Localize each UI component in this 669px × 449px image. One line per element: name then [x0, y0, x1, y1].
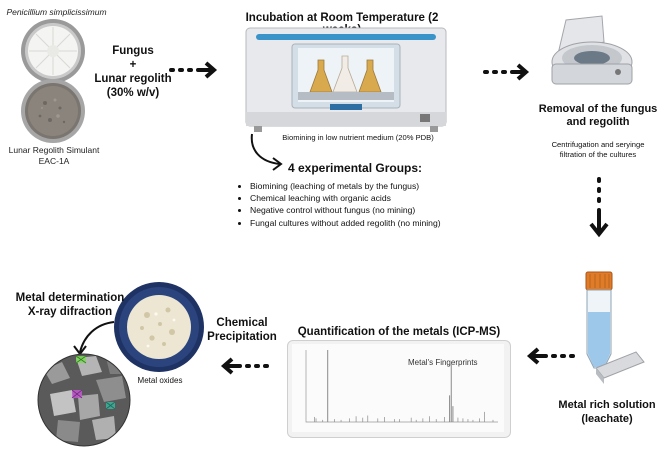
mix-line-3: Lunar regolith: [94, 73, 172, 85]
icp-ms-spectrum: [292, 344, 504, 432]
group-item: Negative control without fungus (no mini…: [250, 204, 490, 216]
fungus-petri-dish: [21, 19, 85, 83]
precipitation-label: Chemical Precipitation: [200, 316, 284, 344]
regolith-petri-dish: [21, 79, 85, 143]
group-item: Fungal cultures without added regolith (…: [250, 217, 490, 229]
leachate-label: Metal rich solution (leachate): [548, 398, 666, 426]
precipitation-line-1: Chemical: [216, 317, 268, 329]
precipitation-line-2: Precipitation: [207, 331, 277, 343]
determination-line-2: X-ray difraction: [27, 306, 113, 318]
oxides-label: Metal oxides: [137, 376, 183, 385]
xrd-marker-teal: [105, 401, 116, 410]
metal-oxides-dish: [114, 282, 204, 372]
xrd-micrograph: [37, 353, 131, 447]
incubation-caption: Biomining in low nutrient medium (20% PD…: [282, 133, 434, 142]
fungus-species-label: Penicillium simplicissimum: [6, 7, 107, 17]
removal-title-line-1: Removal of the fungus: [538, 103, 658, 115]
groups-list: Biomining (leaching of metals by the fun…: [236, 180, 490, 229]
mix-line-2: +: [129, 59, 137, 71]
quantification-title: Quantification of the metals (ICP-MS): [297, 326, 501, 338]
group-item: Chemical leaching with organic acids: [250, 192, 490, 204]
removal-caption-line-2: filtration of the cultures: [559, 150, 637, 159]
removal-title: Removal of the fungus and regolith: [528, 103, 668, 129]
spectrum-axis: [305, 350, 498, 423]
dotted-arrow-right-2: [483, 63, 530, 81]
mix-line-1: Fungus: [112, 45, 154, 57]
group-item: Biomining (leaching of metals by the fun…: [250, 180, 490, 192]
determination-label: Metal determination X-ray difraction: [4, 291, 136, 319]
mix-label: Fungus + Lunar regolith (30% w/v): [92, 44, 174, 100]
removal-caption-line-1: Centrifugation and seryinge: [551, 140, 645, 149]
dotted-arrow-right-1: [169, 61, 218, 79]
leachate-line-2: (leachate): [581, 413, 633, 425]
groups-title: 4 experimental Groups:: [288, 161, 423, 175]
regolith-label: Lunar Regolith Simulant EAC-1A: [8, 145, 100, 166]
xrd-marker-purple: [71, 389, 83, 399]
mix-line-4: (30% w/v): [106, 87, 160, 99]
removal-caption: Centrifugation and seryinge filtration o…: [528, 140, 668, 160]
removal-title-line-2: and regolith: [566, 116, 630, 128]
curved-arrow-to-groups: [250, 133, 283, 171]
dotted-arrow-left-2: [220, 357, 269, 375]
dotted-arrow-left-1: [526, 347, 575, 365]
falcon-tube-illustration: [585, 271, 645, 384]
dotted-arrow-down: [589, 177, 609, 238]
centrifuge-illustration: [551, 15, 633, 85]
incubator-illustration: [245, 27, 447, 132]
determination-line-1: Metal determination: [15, 292, 125, 304]
fingerprint-label: Metal's Fingerprints: [408, 358, 478, 367]
xrd-marker-green: [75, 355, 87, 364]
leachate-line-1: Metal rich solution: [558, 399, 656, 411]
